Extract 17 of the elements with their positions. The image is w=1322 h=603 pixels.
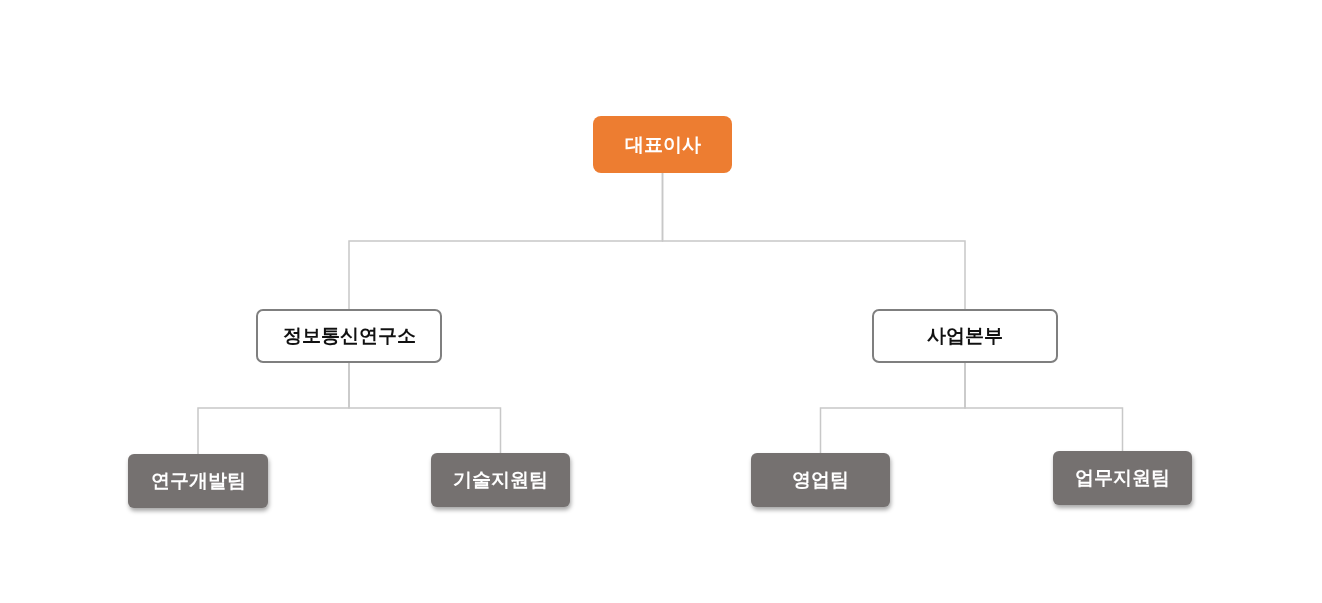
- org-box: [872, 309, 1058, 363]
- org-label: 정보통신연구소: [282, 323, 416, 348]
- org-box: [431, 453, 570, 507]
- org-label: 사업본부: [927, 323, 1003, 348]
- org-box: [128, 454, 268, 508]
- org-label: 영업팀: [792, 467, 849, 492]
- org-box: [256, 309, 442, 363]
- connector-line: [661, 172, 966, 310]
- org-box: [593, 116, 732, 173]
- connector-line: [964, 362, 1124, 452]
- org-label: 업무지원팀: [1075, 465, 1170, 490]
- org-label: 대표이사: [624, 131, 701, 157]
- connector-line: [348, 362, 502, 454]
- org-label: 기술지원팀: [453, 467, 548, 492]
- org-box: [1053, 451, 1192, 505]
- org-label: 연구개발팀: [150, 468, 246, 493]
- org-box: [751, 453, 890, 507]
